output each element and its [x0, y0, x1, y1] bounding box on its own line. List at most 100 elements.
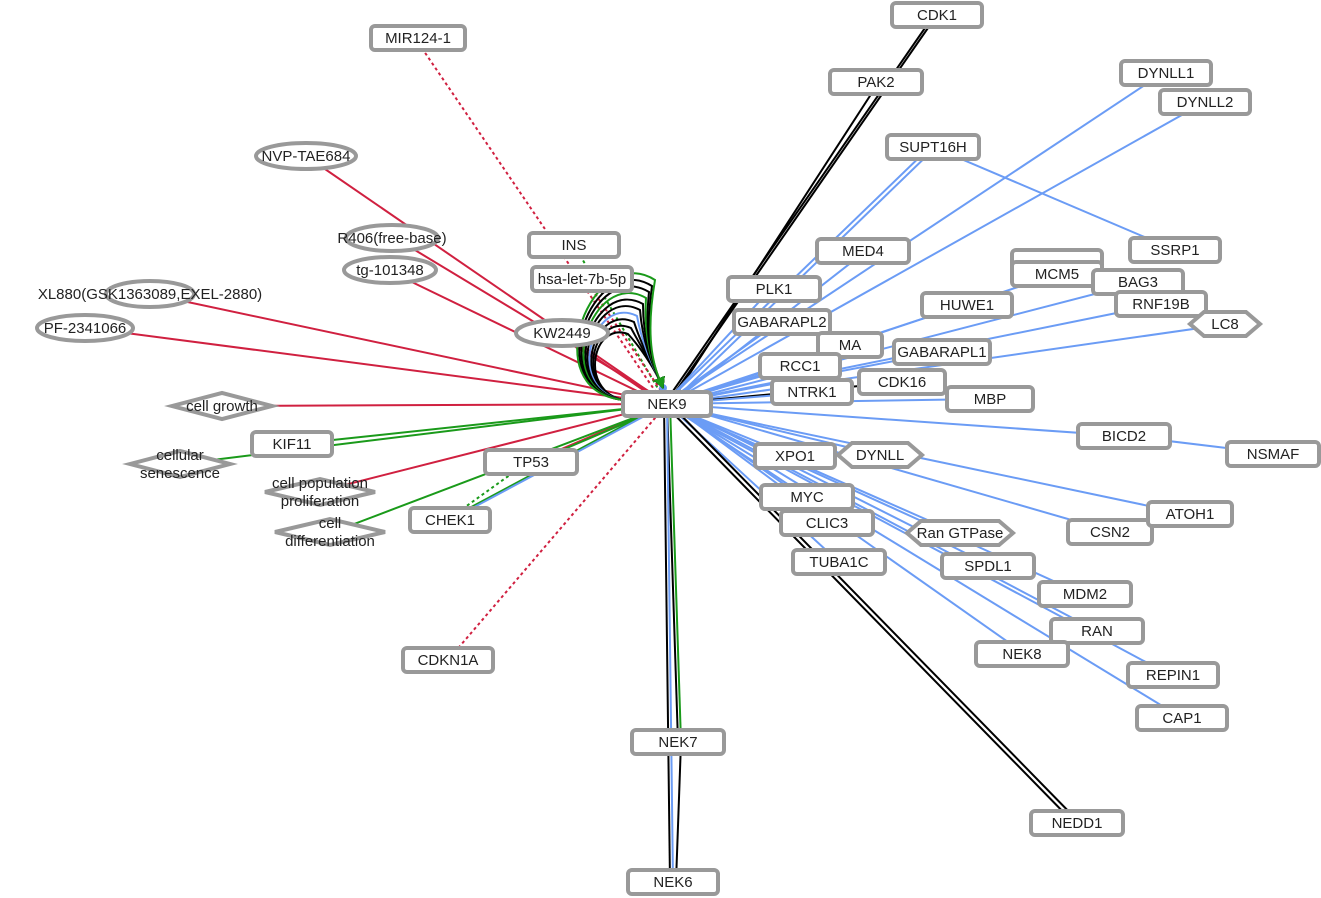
node-clic3[interactable]: [779, 509, 875, 537]
node-label: RNF19B: [1132, 296, 1190, 313]
node-cell-diff[interactable]: [274, 516, 386, 548]
node-bicd2[interactable]: [1076, 422, 1172, 450]
node-ins[interactable]: [527, 231, 621, 259]
node-kw2449[interactable]: [514, 318, 610, 348]
node-tuba1c[interactable]: [791, 548, 887, 576]
node-shape: [945, 385, 1035, 413]
node-lc8[interactable]: [1186, 310, 1264, 338]
node-cap1[interactable]: [1135, 704, 1229, 732]
node-shape: [250, 430, 334, 458]
node-xpo1[interactable]: [753, 442, 837, 470]
edge-NEK9-NEDD1: [669, 403, 1081, 824]
node-ma[interactable]: [816, 331, 884, 359]
node-shape: [791, 548, 887, 576]
node-kif11[interactable]: [250, 430, 334, 458]
node-cellular-senescence[interactable]: [122, 448, 238, 480]
node-mdm2[interactable]: [1037, 580, 1133, 608]
nodes-layer: [35, 1, 1321, 896]
node-shape: [920, 291, 1014, 319]
node-hsa-let-7b-5p[interactable]: [530, 265, 634, 293]
node-cell-pop-prolif[interactable]: [264, 476, 376, 508]
node-shape: [1049, 617, 1145, 645]
node-csn2[interactable]: [1066, 518, 1154, 546]
node-shape: [1029, 809, 1125, 837]
node-shape: [1135, 704, 1229, 732]
node-spdl1[interactable]: [940, 552, 1036, 580]
node-med4[interactable]: [815, 237, 911, 265]
node-shape: [104, 279, 196, 309]
node-tp53[interactable]: [483, 448, 579, 476]
node-rnf19b[interactable]: [1114, 290, 1208, 318]
edge-NEK9-NEK7: [669, 403, 687, 744]
node-repin1[interactable]: [1126, 661, 1220, 689]
node-cell-growth[interactable]: [164, 390, 280, 422]
node-label: PLK1: [756, 281, 793, 298]
node-nek9[interactable]: [621, 390, 713, 418]
node-label: XPO1: [775, 448, 815, 465]
node-label: tg-101348: [356, 262, 424, 279]
node-pak2[interactable]: [828, 68, 924, 96]
node-pf-2341066[interactable]: [35, 313, 135, 343]
node-label: SPDL1: [964, 558, 1012, 575]
node-label: MED4: [842, 243, 884, 260]
node-label: CAP1: [1162, 710, 1201, 727]
node-label: CDK16: [878, 374, 926, 391]
node-huwe1[interactable]: [920, 291, 1014, 319]
node-shape: [892, 338, 992, 366]
node-nsmaf[interactable]: [1225, 440, 1321, 468]
node-gabarapl1[interactable]: [892, 338, 992, 366]
node-cdk1[interactable]: [890, 1, 984, 29]
node-xl880[interactable]: [104, 279, 196, 309]
node-mir124-1[interactable]: [369, 24, 467, 52]
edge-TP53-CHEK1: [446, 461, 529, 521]
edge-PF-2341066-NEK9: [87, 327, 671, 408]
node-label: REPIN1: [1146, 667, 1200, 684]
node-ssrp1[interactable]: [1128, 236, 1222, 264]
node-shape: [369, 24, 467, 52]
node-mbp[interactable]: [945, 385, 1035, 413]
node-plk1[interactable]: [726, 275, 822, 303]
node-label: NEK7: [658, 734, 697, 751]
node-shape: [890, 1, 984, 29]
node-nek6[interactable]: [626, 868, 720, 896]
edge-NEK9-RAN: [666, 403, 1101, 635]
node-chek1[interactable]: [408, 506, 492, 534]
node-shape: [1037, 580, 1133, 608]
node-label: MIR124-1: [385, 30, 451, 47]
edge-NEK9-NEDD1: [663, 403, 1075, 824]
node-cdk16[interactable]: [857, 368, 947, 396]
labels-layer: CDK1PAK2DYNLL1DYNLL2MIR124-1SUPT16HNVP-T…: [38, 7, 1299, 891]
node-label: MA: [839, 337, 862, 354]
node-ntrk1[interactable]: [770, 378, 854, 406]
node-shape: [1114, 290, 1208, 318]
node-gabarapl2[interactable]: [732, 308, 832, 336]
edge-NVP-TAE684-NEK9: [305, 155, 668, 405]
node-label: DYNLL2: [1177, 94, 1234, 111]
node-label: PAK2: [857, 74, 894, 91]
node-cdkn1a[interactable]: [401, 646, 495, 674]
node-atoh1[interactable]: [1146, 500, 1234, 528]
node-nek7[interactable]: [630, 728, 726, 756]
node-nek8[interactable]: [974, 640, 1070, 668]
node-r406[interactable]: [344, 223, 440, 253]
node-label: RAN: [1081, 623, 1113, 640]
node-dynll2[interactable]: [1158, 88, 1252, 116]
node-ran[interactable]: [1049, 617, 1145, 645]
node-nvp-tae684[interactable]: [254, 141, 358, 171]
node-shape: [483, 448, 579, 476]
node-ran-gtpase[interactable]: [903, 519, 1017, 547]
edge-NEK9-CAP1: [666, 403, 1186, 722]
node-shape: [401, 646, 495, 674]
node-label: NEK6: [653, 874, 692, 891]
node-shape: [621, 390, 713, 418]
node-label: KIF11: [273, 436, 312, 453]
node-dynll[interactable]: [834, 441, 926, 469]
edge-MIR124-1-NEK9: [414, 37, 665, 405]
node-nedd1[interactable]: [1029, 809, 1125, 837]
node-dynll1[interactable]: [1119, 59, 1213, 87]
node-tg-101348[interactable]: [342, 255, 438, 285]
node-supt16h[interactable]: [885, 133, 981, 161]
